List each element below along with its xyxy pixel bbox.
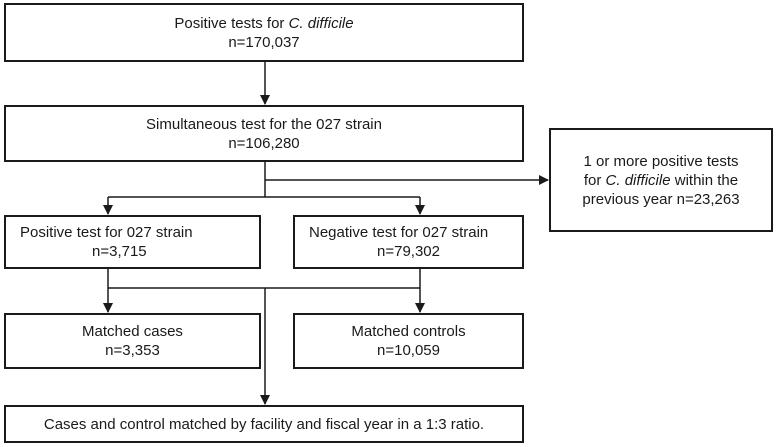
negative-027-label: Negative test for 027 strain <box>309 224 489 241</box>
box-negative-027: Negative test for 027 strain n=79,302 <box>293 215 524 269</box>
positive-027-label: Positive test for 027 strain <box>20 224 193 241</box>
positive-027-count: n=3,715 <box>92 243 147 260</box>
box-simultaneous-test: Simultaneous test for the 027 strain n=1… <box>4 105 524 162</box>
positive-tests-label: Positive tests for C. difficile <box>174 14 354 32</box>
matched-cases-label: Matched cases <box>82 323 183 340</box>
box-final: Cases and control matched by facility an… <box>4 405 524 443</box>
matched-controls-count: n=10,059 <box>377 342 440 359</box>
box-positive-tests: Positive tests for C. difficile n=170,03… <box>4 3 524 62</box>
matched-cases-count: n=3,353 <box>105 342 160 359</box>
matched-controls-label: Matched controls <box>351 323 466 340</box>
simultaneous-test-count: n=106,280 <box>228 134 300 152</box>
box-excluded: 1 or more positive tests for C. difficil… <box>549 128 773 232</box>
box-positive-027: Positive test for 027 strain n=3,715 <box>4 215 261 269</box>
negative-027-count: n=79,302 <box>377 243 440 260</box>
positive-tests-count: n=170,037 <box>228 33 300 51</box>
excluded-line2: for C. difficile within the <box>583 171 739 189</box>
box-matched-controls: Matched controls n=10,059 <box>293 313 524 369</box>
simultaneous-test-label: Simultaneous test for the 027 strain <box>146 115 382 133</box>
box-matched-cases: Matched cases n=3,353 <box>4 313 261 369</box>
excluded-line1: 1 or more positive tests <box>583 152 739 170</box>
excluded-line3: previous year n=23,263 <box>582 190 740 208</box>
final-label: Cases and control matched by facility an… <box>43 415 485 433</box>
